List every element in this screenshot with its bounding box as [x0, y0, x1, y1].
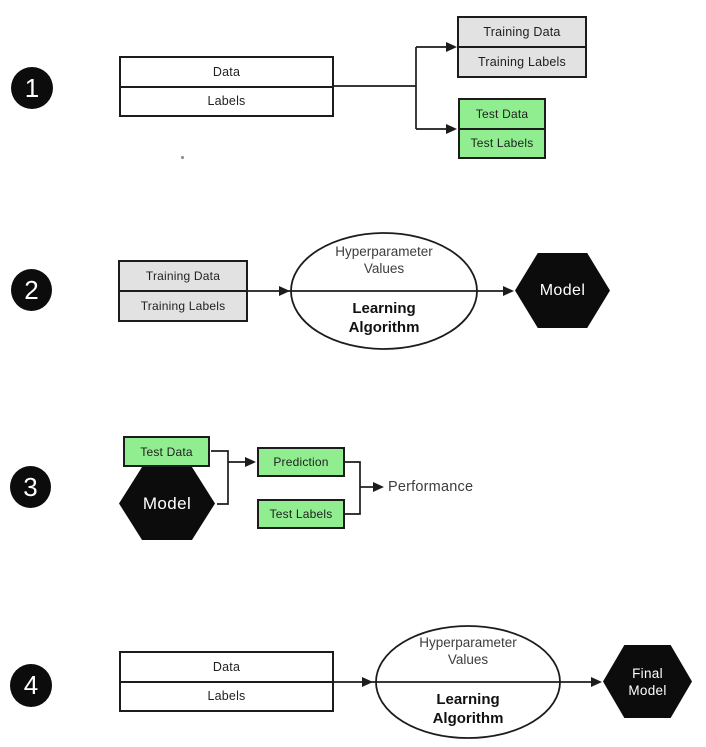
step3-left-bracket [211, 450, 229, 505]
step4-learning-algorithm-label: Learning Algorithm [432, 691, 504, 727]
arrowhead-into-step4-ellipse [362, 677, 373, 687]
step-4-number: 4 [23, 670, 39, 700]
step2-training-input-box: Training Data Training Labels [118, 260, 248, 322]
step1-data-labels-box: Data Labels [119, 56, 334, 117]
arrowhead-to-performance [373, 482, 384, 492]
step1-test-box: Test Data Test Labels [458, 98, 546, 159]
step4-final-model-hexagon: Final Model [603, 645, 692, 718]
test-labels-row: Test Labels [460, 127, 544, 158]
arrowhead-to-test-box [446, 124, 457, 134]
step4-data-labels-box: Data Labels [119, 651, 334, 712]
step3-test-labels-box: Test Labels [257, 499, 345, 529]
step2-learning-algorithm-label: Learning Algorithm [348, 300, 420, 336]
step2-training-labels-row: Training Labels [120, 290, 246, 320]
step4-hyperparameter-values-label: Hyperparameter Values [419, 635, 517, 667]
arrowhead-to-training-box [446, 42, 457, 52]
step-3-badge: 3 [10, 466, 51, 508]
step3-model-hexagon: Model [119, 467, 215, 540]
step3-prediction-box: Prediction [257, 447, 345, 477]
step1-labels-row: Labels [121, 85, 332, 116]
test-data-row: Test Data [475, 106, 529, 121]
arrowhead-into-step2-ellipse [279, 286, 290, 296]
step-4-badge: 4 [10, 664, 52, 707]
step1-split-connector [333, 46, 448, 130]
step4-labels-row: Labels [121, 680, 332, 711]
step3-right-bracket [345, 461, 361, 515]
step-1-badge: 1 [11, 67, 53, 109]
step2-training-data-row: Training Data [145, 269, 221, 283]
step1-training-box: Training Data Training Labels [457, 16, 587, 78]
step-2-badge: 2 [11, 269, 52, 311]
stray-dot [181, 156, 184, 159]
training-data-row: Training Data [483, 25, 561, 39]
step3-test-data-box: Test Data [123, 436, 210, 467]
step-2-number: 2 [24, 274, 39, 305]
step-3-number: 3 [23, 471, 38, 502]
arrowhead-to-final-model-hexagon [591, 677, 602, 687]
training-labels-row: Training Labels [459, 46, 585, 76]
step2-model-hexagon: Model [515, 253, 610, 328]
step2-hyperparameter-values-label: Hyperparameter Values [335, 244, 433, 276]
step4-data-row: Data [212, 659, 241, 674]
performance-label: Performance [388, 479, 474, 495]
arrowhead-to-model-hexagon [503, 286, 514, 296]
step-1-number: 1 [24, 72, 40, 103]
arrowhead-to-prediction-box [245, 457, 256, 467]
step1-data-row: Data [212, 64, 241, 79]
